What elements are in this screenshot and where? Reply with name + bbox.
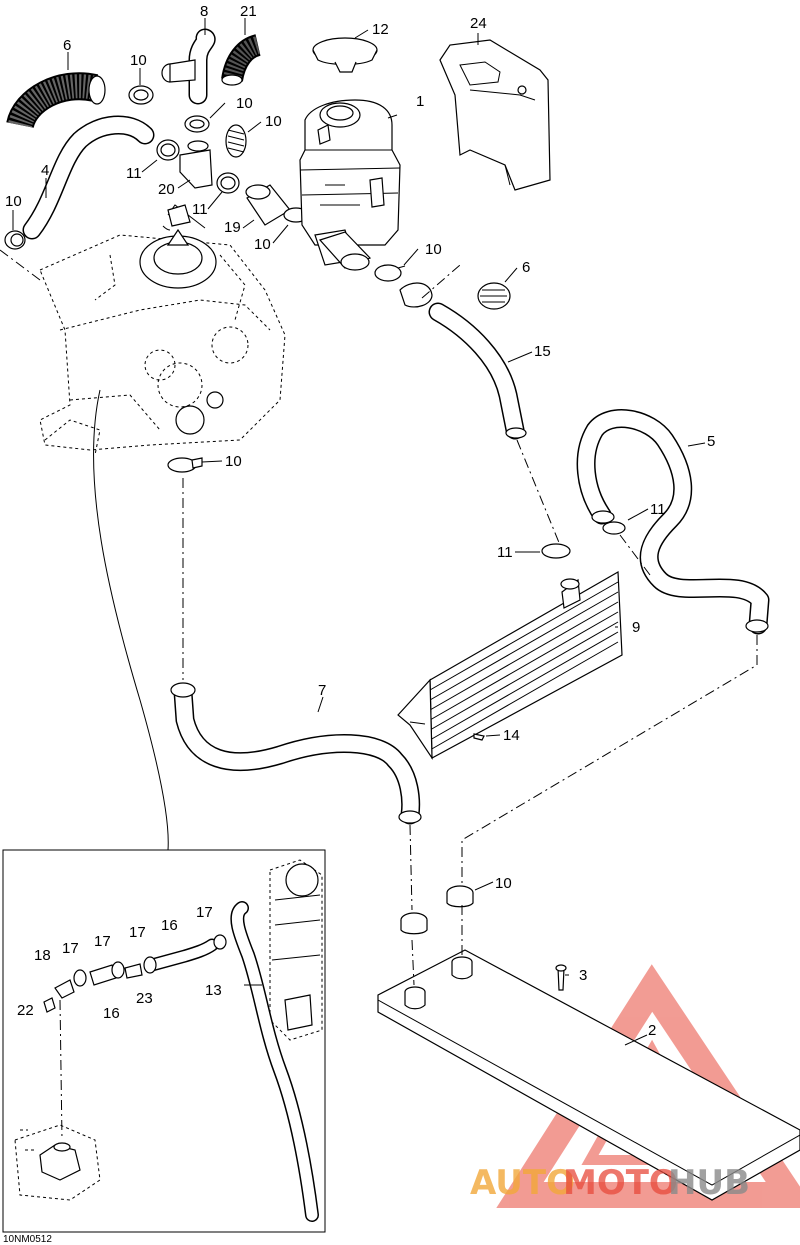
clamp-10-tank-b: [374, 264, 406, 282]
callout-16-a: 16: [161, 917, 178, 934]
callout-17-d: 17: [62, 940, 79, 957]
screw-14: [473, 733, 485, 741]
radiator-cap-12: [312, 37, 378, 73]
watermark-moto: MOTO: [563, 1163, 678, 1203]
heat-exchanger-2: [377, 949, 800, 1201]
callout-10-e: 10: [5, 193, 22, 210]
spring-clamp-6: [477, 282, 511, 310]
detail-inset: [2, 849, 326, 1233]
callout-15: 15: [534, 343, 551, 360]
watermark-hub: HUB: [668, 1163, 750, 1203]
watermark-text: AUTO MOTO HUB: [470, 1163, 750, 1203]
callout-4: 4: [41, 162, 49, 179]
callout-18: 18: [34, 947, 51, 964]
leader-lines: [12, 18, 706, 1046]
callout-10-h: 10: [495, 875, 512, 892]
callout-10-c: 10: [265, 113, 282, 130]
callout-17-c: 17: [94, 933, 111, 950]
ring-11-hose5: [602, 521, 626, 535]
hose-15: [428, 302, 527, 440]
engine-ghost: [39, 234, 286, 456]
callout-5: 5: [707, 433, 715, 450]
hose-stub-tank: [318, 231, 372, 271]
hose-8: [161, 28, 216, 105]
thermostat-housing: [139, 228, 224, 435]
callout-6-top: 6: [63, 37, 71, 54]
callout-1: 1: [416, 93, 424, 110]
tee-fitting-20: [179, 140, 213, 189]
hose-5: [576, 409, 770, 635]
callout-7: 7: [318, 682, 326, 699]
callout-11-c: 11: [650, 501, 666, 518]
ring-11-b: [216, 172, 240, 194]
callout-11-d: 11: [497, 544, 513, 561]
callout-20: 20: [158, 181, 175, 198]
clamp-10-top: [128, 85, 154, 105]
drawing-code: 10NM0512: [3, 1234, 52, 1245]
clamp-10-bottom-a: [400, 912, 428, 935]
callout-9: 9: [632, 619, 640, 636]
callout-17-a: 17: [196, 904, 213, 921]
hose-7: [170, 682, 422, 825]
callout-2: 2: [648, 1022, 656, 1039]
callout-11-b: 11: [192, 201, 208, 218]
hose-6-corrugated: [6, 72, 106, 130]
callout-labels: 1 12 24 8 21 6 10 10 10 11 20 11 19 10 4…: [3, 3, 715, 1245]
ring-11-radiator: [541, 543, 571, 559]
callout-22: 22: [17, 1002, 34, 1019]
callout-14: 14: [503, 727, 520, 744]
radiator-9: [397, 570, 623, 761]
ring-11-a: [156, 139, 180, 161]
watermark-auto: AUTO: [470, 1163, 575, 1203]
callout-11-a: 11: [126, 165, 142, 182]
callout-8: 8: [200, 3, 208, 20]
callout-6-mid: 6: [522, 259, 530, 276]
callout-16-b: 16: [103, 1005, 120, 1022]
callout-10-a: 10: [130, 52, 147, 69]
spring-clamp-10: [225, 124, 247, 158]
callout-13: 13: [205, 982, 222, 999]
center-lines: [0, 249, 758, 986]
clamp-10-engine: [167, 457, 203, 473]
clamp-10-left: [4, 230, 26, 250]
callout-10-f: 10: [425, 241, 442, 258]
hose-21-corrugated: [221, 34, 262, 86]
callout-10-b: 10: [236, 95, 253, 112]
hose-19: [245, 184, 291, 226]
callout-17-b: 17: [129, 924, 146, 941]
bracket-24: [439, 39, 551, 191]
callout-19: 19: [224, 219, 241, 236]
callout-21: 21: [240, 3, 257, 20]
hose-4: [22, 115, 155, 240]
callout-3: 3: [579, 967, 587, 984]
clamp-10-tank-c: [399, 282, 433, 308]
callout-10-g: 10: [225, 453, 242, 470]
rivet-3: [555, 964, 567, 991]
callout-12: 12: [372, 21, 389, 38]
callout-10-d: 10: [254, 236, 271, 253]
callout-23: 23: [136, 990, 153, 1007]
clamp-10-mid: [184, 115, 210, 133]
clamp-10-bottom-b: [446, 885, 474, 908]
callout-24: 24: [470, 15, 487, 32]
